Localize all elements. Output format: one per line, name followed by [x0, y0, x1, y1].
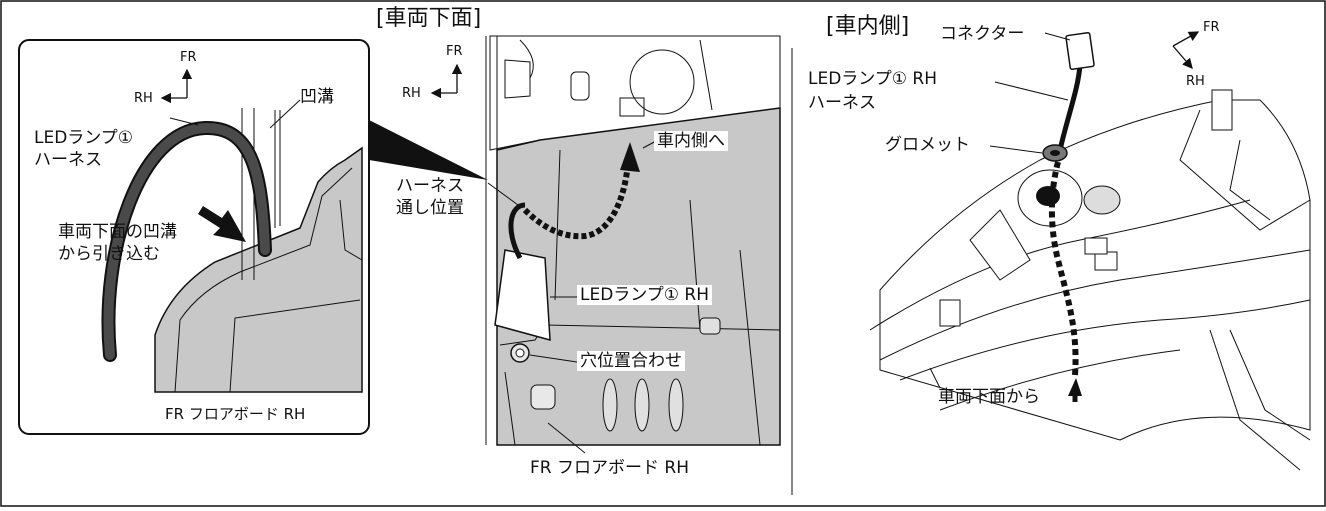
to-interior-label: 車内側へ — [654, 131, 728, 151]
upper-round-boss — [629, 49, 695, 115]
floor-boss — [530, 384, 556, 410]
inset-fr-label: FR — [180, 50, 197, 65]
inset-groove-leader — [269, 99, 301, 129]
from-underside-label: 車両下面から — [938, 387, 1040, 407]
upper-curve — [519, 39, 534, 79]
inset-insert-arrow — [198, 206, 246, 242]
interior-line-2 — [879, 249, 1311, 361]
upper-line — [699, 39, 713, 111]
inset-floorboard-edge — [174, 167, 353, 393]
inset-floorboard-label: FR フロアボード RH — [165, 405, 306, 423]
upper-bracket — [504, 59, 531, 99]
underside-rib-3 — [554, 149, 561, 301]
interior-clip-3 — [939, 299, 961, 327]
interior-panel — [869, 31, 1311, 471]
interior-harness-arrowhead — [1068, 378, 1082, 396]
interior-clip-1 — [1094, 251, 1118, 271]
interior-line-8 — [1229, 329, 1311, 441]
floor-ridge-1 — [602, 378, 618, 432]
interior-bracket — [969, 209, 1031, 281]
interior-fr-label: FR — [1203, 20, 1220, 35]
interior-fr-arrow — [1172, 31, 1200, 47]
interior-line-3 — [899, 299, 1311, 381]
interior-hole — [1036, 186, 1060, 206]
inset-harness-label-2: ハーネス — [34, 150, 102, 170]
connector-leader — [1044, 32, 1071, 41]
interior-clip-4 — [1211, 89, 1233, 131]
interior-clip-2 — [1084, 237, 1108, 255]
hole-align-label: 穴位置合わせ — [577, 351, 685, 371]
interior-line-1 — [869, 199, 1251, 331]
interior-line-6 — [1229, 139, 1271, 221]
interior-header: [車内側] — [826, 14, 910, 39]
interior-line-4 — [939, 349, 1181, 411]
underside-harness-dashed — [522, 161, 631, 240]
underside-rib-2 — [504, 371, 516, 446]
underside-rib-5 — [739, 249, 761, 446]
interior-rh-label: RH — [1186, 74, 1205, 89]
interior-harness-leader — [994, 81, 1069, 101]
connector-label: コネクター — [940, 24, 1025, 44]
inset-instruction-1: 車両下面の凹溝 — [58, 222, 177, 242]
interior-boss — [1083, 185, 1121, 215]
floor-ridge-3 — [668, 378, 684, 432]
inset-floorboard-rib — [229, 299, 361, 393]
led-lamp-body — [494, 249, 551, 341]
interior-line-7 — [1209, 329, 1301, 471]
floor-ridge-2 — [634, 378, 650, 432]
interior-harness-dashed — [1048, 161, 1079, 376]
underside-rh-label: RH — [402, 86, 421, 101]
upper-square — [619, 97, 645, 117]
inset-harness-label-1: LEDランプ① — [34, 128, 134, 148]
floor-boss-2 — [699, 317, 721, 335]
grommet-leader — [989, 145, 1043, 154]
interior-connector — [1065, 32, 1095, 70]
inset-floorboard — [154, 146, 363, 393]
underside-floorboard-label: FR フロアボード RH — [530, 458, 689, 478]
underside-fr-label: FR — [446, 44, 463, 59]
interior-harness-label-1: LEDランプ① RH — [808, 69, 938, 89]
grommet-label: グロメット — [885, 135, 970, 155]
inset-harness — [103, 122, 270, 360]
interior-harness-label-2: ハーネス — [808, 93, 876, 113]
underside-panel — [430, 35, 781, 454]
interior-rh-arrow — [1172, 45, 1193, 69]
align-hole-inner — [515, 348, 525, 358]
pass-through-label-1: ハーネス — [396, 176, 464, 196]
inset-panel — [18, 39, 488, 435]
inset-instruction-2: から引き込む — [58, 244, 160, 264]
inset-floorboard-rib-2 — [339, 199, 363, 261]
interior-harness — [1057, 64, 1083, 151]
underside-header: [車両下面] — [376, 6, 482, 31]
underside-rib-4 — [689, 199, 701, 331]
underside-harness-arrow — [620, 142, 640, 172]
grommet-center — [1050, 150, 1060, 156]
underside-harness-solid — [508, 202, 526, 260]
interior-line-5 — [1179, 109, 1311, 231]
upper-slot — [570, 71, 590, 101]
inset-groove-label: 凹溝 — [300, 87, 334, 107]
callout-wedge — [369, 120, 488, 180]
pass-through-leader — [487, 182, 519, 206]
inset-rh-label: RH — [134, 91, 153, 106]
inset-harness-leader — [169, 117, 199, 126]
pass-through-label-2: 通し位置 — [396, 198, 464, 218]
from-underside-leader — [929, 367, 941, 389]
hole-leader — [529, 354, 578, 363]
underside-floor-leader — [547, 422, 586, 454]
led-lamp-label: LEDランプ① RH — [577, 285, 713, 305]
